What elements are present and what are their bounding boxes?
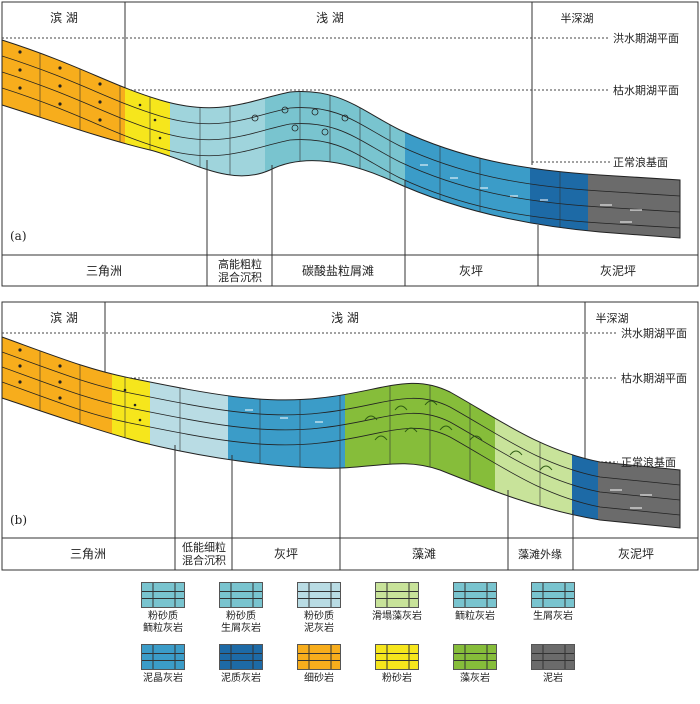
panel-b-facies-shoal-margin: 藻滩外缘 — [518, 547, 562, 561]
panel-a-facies-mixed-1: 高能粗粒 — [218, 257, 262, 271]
legend-item: 滑塌藻灰岩 — [362, 582, 432, 623]
bioclast-pattern — [219, 582, 263, 608]
panel-a-wave-base: 正常浪基面 — [613, 155, 668, 169]
micrite-brick-pattern — [141, 644, 185, 670]
fine-sand-dot-pattern — [297, 644, 341, 670]
panel-b-zone-semi-deep: 半深湖 — [596, 311, 629, 325]
bioclast-pattern — [531, 582, 575, 608]
panel-a: 滨 湖 浅 湖 半深湖 洪水期湖平面 枯水期湖平面 正常浪基面 (a) 三角洲 … — [1, 1, 699, 287]
legend-label: 泥质灰岩 — [221, 673, 261, 684]
panel-b-tag: (b) — [10, 513, 27, 527]
panel-a-facies-mud-flat: 灰泥坪 — [600, 264, 636, 278]
dash-dot-pattern — [297, 582, 341, 608]
panel-b-facies-mud-flat: 灰泥坪 — [618, 547, 654, 561]
panel-b-zone-shore: 滨 湖 — [50, 310, 78, 325]
panel-b-facies-mixed-1: 低能细粒 — [182, 540, 226, 554]
legend-label: 细砂岩 — [304, 673, 334, 684]
legend-label: 泥岩 — [543, 673, 563, 684]
legend-label: 藻灰岩 — [460, 673, 490, 684]
panel-a-strata — [2, 40, 680, 238]
panel-a-flood-level: 洪水期湖平面 — [613, 31, 679, 45]
legend-label: 生屑灰岩 — [533, 611, 573, 622]
panel-a-facies-lime-flat: 灰坪 — [459, 264, 483, 278]
panel-a-zone-semi-deep: 半深湖 — [561, 11, 594, 25]
legend-item: 细砂岩 — [284, 644, 354, 685]
panel-b: 滨 湖 浅 湖 半深湖 洪水期湖平面 枯水期湖平面 正常浪基面 (b) 三角洲 … — [1, 301, 699, 571]
legend-item: 泥晶灰岩 — [128, 644, 198, 685]
legend-label: 鲕粒灰岩 — [455, 611, 495, 622]
panel-a-tag: (a) — [10, 229, 27, 243]
algal-arc-pattern — [453, 644, 497, 670]
algal-arc-pattern — [375, 582, 419, 608]
legend: 粉砂质鲕粒灰岩粉砂质生屑灰岩粉砂质泥灰岩滑塌藻灰岩鲕粒灰岩生屑灰岩泥晶灰岩泥质灰… — [128, 582, 588, 704]
legend-item: 生屑灰岩 — [518, 582, 588, 623]
argillaceous-brick-pattern — [219, 644, 263, 670]
panel-a-facies-delta: 三角洲 — [86, 264, 122, 278]
legend-label-line2: 生屑灰岩 — [221, 623, 261, 634]
legend-label: 滑塌藻灰岩 — [372, 611, 422, 622]
ooid-pattern — [453, 582, 497, 608]
panel-b-zone-shallow: 浅 湖 — [331, 310, 359, 325]
panel-b-flood-level: 洪水期湖平面 — [621, 326, 687, 340]
panel-b-dry-level: 枯水期湖平面 — [621, 371, 687, 385]
panel-a-dry-level: 枯水期湖平面 — [613, 83, 679, 97]
legend-item: 泥质灰岩 — [206, 644, 276, 685]
panel-b-wave-base: 正常浪基面 — [621, 455, 676, 469]
panel-a-facies-mixed-2: 混合沉积 — [218, 270, 262, 284]
panel-a-facies-shoal: 碳酸盐粒屑滩 — [302, 263, 374, 278]
legend-label-line2: 鲕粒灰岩 — [143, 623, 183, 634]
legend-label: 粉砂质 — [226, 611, 256, 622]
legend-label: 粉砂质 — [148, 611, 178, 622]
mudstone-dash-pattern — [531, 644, 575, 670]
legend-item: 鲕粒灰岩 — [440, 582, 510, 623]
panel-b-facies-lime-flat: 灰坪 — [274, 547, 298, 561]
panel-b-facies-delta: 三角洲 — [70, 547, 106, 561]
legend-label: 粉砂岩 — [382, 673, 412, 684]
legend-label-line2: 泥灰岩 — [304, 623, 334, 634]
legend-item: 藻灰岩 — [440, 644, 510, 685]
ooid-dot-pattern — [141, 582, 185, 608]
silt-dot-pattern — [375, 644, 419, 670]
legend-item: 粉砂质生屑灰岩 — [206, 582, 276, 635]
panel-a-zone-shore: 滨 湖 — [50, 10, 78, 25]
legend-item: 泥岩 — [518, 644, 588, 685]
panel-a-zone-shallow: 浅 湖 — [316, 10, 344, 25]
legend-item: 粉砂岩 — [362, 644, 432, 685]
legend-label: 泥晶灰岩 — [143, 673, 183, 684]
legend-item: 粉砂质鲕粒灰岩 — [128, 582, 198, 635]
legend-item: 粉砂质泥灰岩 — [284, 582, 354, 635]
panel-b-facies-mixed-2: 混合沉积 — [182, 553, 226, 567]
panel-b-facies-algal-shoal: 藻滩 — [412, 547, 436, 561]
legend-label: 粉砂质 — [304, 611, 334, 622]
